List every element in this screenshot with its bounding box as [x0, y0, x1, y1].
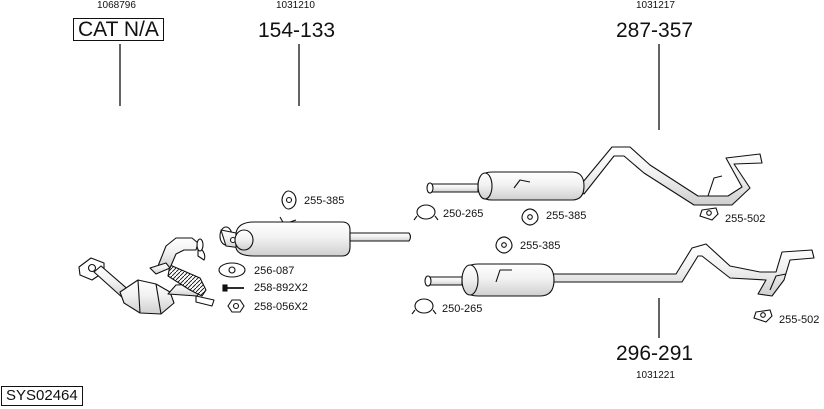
- catalyst-ref-number: 1068796: [97, 0, 136, 11]
- rubber-mount-icon: [699, 207, 719, 221]
- mount-upper-rear-label[interactable]: 255-502: [725, 213, 766, 225]
- rear-lower-assembly: [424, 243, 815, 297]
- gasket-icon: [218, 262, 246, 278]
- nut-icon: [227, 299, 245, 313]
- nut-label[interactable]: 258-056X2: [254, 301, 308, 313]
- rubber-hanger-icon: [495, 236, 513, 254]
- mount-lower-rear-label[interactable]: 255-502: [779, 314, 820, 326]
- catalyst-part-code[interactable]: CAT N/A: [73, 18, 164, 41]
- rear-lower-ref-number: 1031221: [636, 370, 675, 381]
- front-muffler-ref-number: 1031210: [276, 0, 315, 11]
- clamp-icon: [411, 298, 437, 315]
- rubber-hanger-icon: [281, 190, 297, 210]
- rear-upper-part-code[interactable]: 287-357: [616, 19, 694, 42]
- clamp-icon: [413, 204, 439, 221]
- bolt-label[interactable]: 258-892X2: [254, 282, 308, 294]
- rear-upper-assembly: [426, 146, 763, 206]
- hanger-upper-mid-label[interactable]: 255-385: [546, 210, 587, 222]
- hanger-front-label[interactable]: 255-385: [304, 195, 345, 207]
- front-muffler-part-code[interactable]: 154-133: [258, 19, 336, 42]
- rubber-hanger-icon: [521, 208, 539, 226]
- rear-lower-part-code[interactable]: 296-291: [616, 342, 694, 365]
- rear-upper-ref-number: 1031217: [636, 0, 675, 11]
- bolt-icon: [222, 284, 244, 292]
- rubber-mount-icon: [753, 309, 773, 323]
- front-muffler-assembly: [219, 216, 412, 257]
- clamp-upper-label[interactable]: 250-265: [443, 208, 484, 220]
- system-code-box: SYS02464: [1, 386, 83, 406]
- hanger-lower-mid-label[interactable]: 255-385: [520, 240, 561, 252]
- gasket-label[interactable]: 256-087: [254, 265, 295, 277]
- catalyst-assembly: [78, 237, 215, 315]
- clamp-lower-label[interactable]: 250-265: [442, 303, 483, 315]
